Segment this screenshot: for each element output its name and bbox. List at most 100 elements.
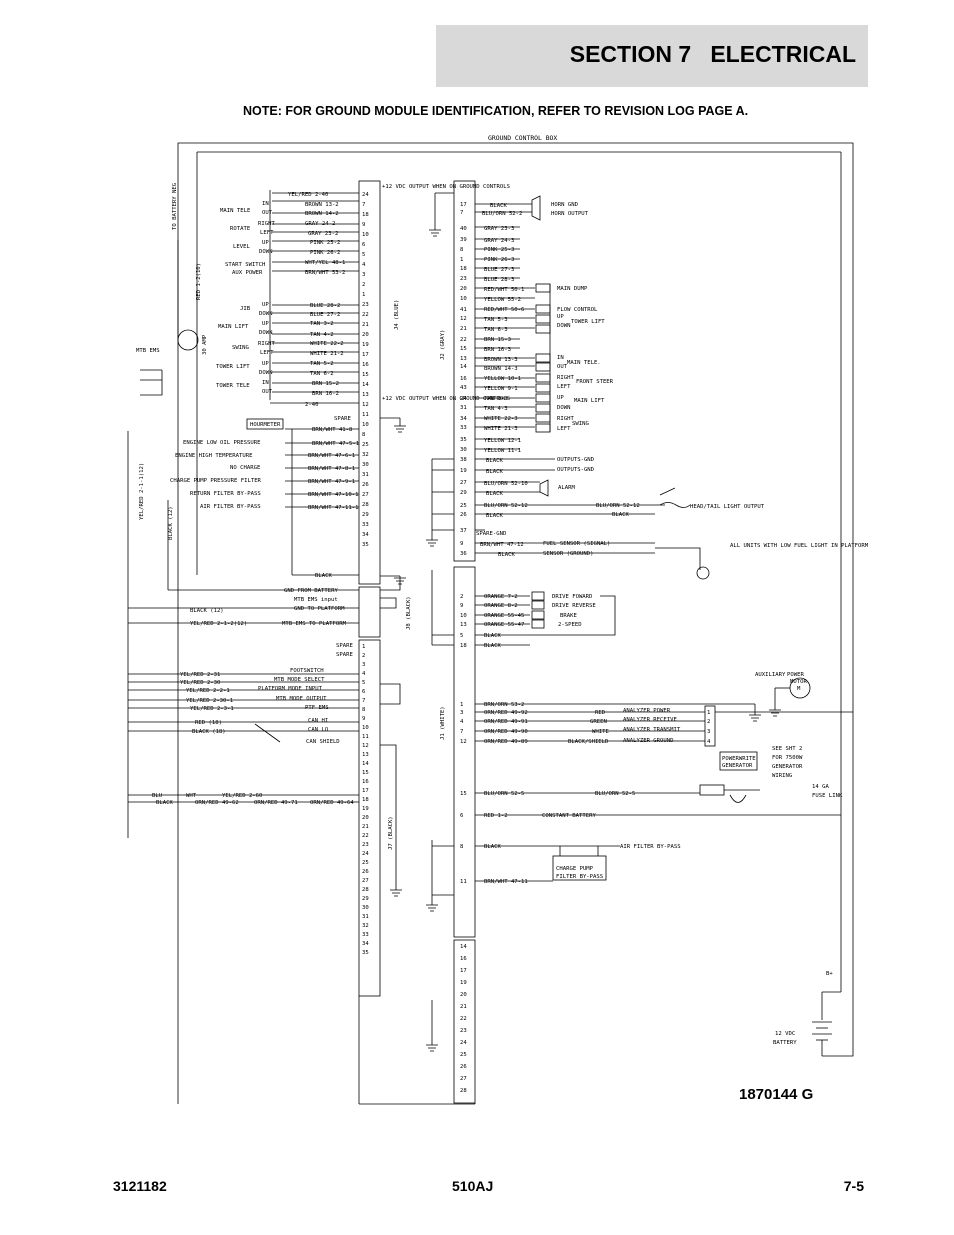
svg-text:GENERATOR: GENERATOR xyxy=(772,764,803,770)
j4-pins: 24 7 18 9 10 6 5 4 3 2 1 23 22 21 20 19 … xyxy=(362,192,369,548)
svg-text:DOWN: DOWN xyxy=(557,405,570,411)
switch-label: TOWER LIFT xyxy=(216,364,250,370)
svg-text:20: 20 xyxy=(460,286,467,292)
svg-text:BRN 16-3: BRN 16-3 xyxy=(484,347,511,353)
svg-text:10: 10 xyxy=(460,613,467,619)
svg-text:12 VDC: 12 VDC xyxy=(775,1031,795,1037)
svg-text:16: 16 xyxy=(460,376,467,382)
svg-text:30: 30 xyxy=(460,447,467,453)
svg-text:BLACK: BLACK xyxy=(156,800,173,806)
svg-text:MAIN TELE.: MAIN TELE. xyxy=(567,360,601,366)
svg-text:19: 19 xyxy=(460,468,467,474)
svg-text:BRN/WHT 47-10-1: BRN/WHT 47-10-1 xyxy=(308,492,359,498)
footer-model: 510AJ xyxy=(452,1178,494,1194)
svg-text:BRAKE: BRAKE xyxy=(560,613,577,619)
svg-text:GREEN: GREEN xyxy=(590,719,607,725)
svg-text:ANALYZER GROUND: ANALYZER GROUND xyxy=(623,738,674,744)
svg-text:17: 17 xyxy=(362,788,369,794)
black-12-label: BLACK (12) xyxy=(168,506,174,540)
svg-text:YEL/RED 2-30-1: YEL/RED 2-30-1 xyxy=(186,698,233,704)
svg-text:28: 28 xyxy=(460,1088,467,1094)
svg-text:3: 3 xyxy=(362,272,365,278)
svg-text:PINK 26-3: PINK 26-3 xyxy=(484,257,514,263)
svg-text:26: 26 xyxy=(362,869,369,875)
svg-text:2: 2 xyxy=(362,282,365,288)
svg-text:9: 9 xyxy=(460,541,463,547)
drawing-number: 1870144 G xyxy=(739,1086,814,1103)
svg-text:5: 5 xyxy=(362,252,365,258)
svg-text:BLU/ORN 52-10: BLU/ORN 52-10 xyxy=(484,481,528,487)
svg-text:BLACK: BLACK xyxy=(484,844,501,850)
svg-text:RIGHT: RIGHT xyxy=(557,375,574,381)
svg-text:SPARE: SPARE xyxy=(336,643,353,649)
svg-text:SEE SHT 2: SEE SHT 2 xyxy=(772,746,802,752)
j4-note-mid: +12 VDC OUTPUT WHEN ON GROUND CONTROLS xyxy=(382,396,510,402)
svg-text:GRAY 24-3: GRAY 24-3 xyxy=(484,238,514,244)
svg-text:BLACK/SHIELD: BLACK/SHIELD xyxy=(568,739,609,745)
svg-text:TAN 6-2: TAN 6-2 xyxy=(310,371,334,377)
svg-text:24: 24 xyxy=(460,1040,467,1046)
svg-text:BRN/WHT 47-5-1: BRN/WHT 47-5-1 xyxy=(312,441,359,447)
svg-text:31: 31 xyxy=(460,405,467,411)
svg-text:1: 1 xyxy=(460,702,463,708)
j2-device-labels: HORN GND HORN OUTPUT MAIN DUMP FLOW CONT… xyxy=(543,202,869,557)
svg-text:ORANGE 55-47: ORANGE 55-47 xyxy=(484,622,524,628)
svg-text:TAN 4-3: TAN 4-3 xyxy=(484,406,508,412)
svg-text:4: 4 xyxy=(362,262,366,268)
svg-text:ORANGE 55-45: ORANGE 55-45 xyxy=(484,613,524,619)
svg-text:TAN 3-2: TAN 3-2 xyxy=(310,321,334,327)
svg-text:34: 34 xyxy=(460,416,467,422)
svg-text:CONSTANT BATTERY: CONSTANT BATTERY xyxy=(542,813,597,819)
svg-text:33: 33 xyxy=(460,425,467,431)
svg-text:4: 4 xyxy=(460,719,464,725)
switch-pos: DOWN xyxy=(259,370,272,376)
svg-text:19: 19 xyxy=(362,342,369,348)
svg-text:BLU: BLU xyxy=(152,793,162,799)
svg-text:HORN GND: HORN GND xyxy=(551,202,579,208)
svg-text:YEL/RED 2-3-1: YEL/RED 2-3-1 xyxy=(190,706,234,712)
svg-text:22: 22 xyxy=(362,312,369,318)
svg-text:8: 8 xyxy=(460,247,464,253)
switch-label: SWING xyxy=(232,345,249,351)
svg-text:40: 40 xyxy=(460,226,467,232)
svg-text:14: 14 xyxy=(460,364,467,370)
svg-text:YELLOW 9-1: YELLOW 9-1 xyxy=(484,386,518,392)
spare-label: SPARE xyxy=(334,416,351,422)
svg-text:4: 4 xyxy=(707,739,711,745)
red-1-2-label: RED 1-2(10) xyxy=(196,263,202,300)
svg-text:43: 43 xyxy=(460,385,467,391)
svg-text:14: 14 xyxy=(460,944,467,950)
j8-label: J8 (BLACK) xyxy=(406,596,412,630)
svg-text:39: 39 xyxy=(460,237,467,243)
svg-text:WIRING: WIRING xyxy=(772,773,793,779)
svg-text:BRN 16-2: BRN 16-2 xyxy=(312,391,339,397)
j2-label: J2 (GRAY) xyxy=(440,330,446,360)
svg-text:GENERATOR: GENERATOR xyxy=(722,763,753,769)
svg-text:31: 31 xyxy=(362,472,369,478)
svg-text:24: 24 xyxy=(362,192,369,198)
svg-text:6: 6 xyxy=(362,242,365,248)
svg-text:BRN/WHT 47-6-1: BRN/WHT 47-6-1 xyxy=(308,453,355,459)
svg-text:POWERWRITE: POWERWRITE xyxy=(722,756,756,762)
j1-label: J1 (WHITE) xyxy=(440,706,446,740)
svg-text:MAIN LIFT: MAIN LIFT xyxy=(574,398,605,404)
j2-wire-labels: BLACK BLU/ORN 52-2 GRAY 23-3 GRAY 24-3 P… xyxy=(476,203,528,558)
revision-note: NOTE: FOR GROUND MODULE IDENTIFICATION, … xyxy=(243,104,749,118)
svg-text:TAN 5-3: TAN 5-3 xyxy=(484,317,508,323)
svg-text:GRAY 23-3: GRAY 23-3 xyxy=(484,226,514,232)
svg-text:ORANGE 8-2: ORANGE 8-2 xyxy=(484,603,518,609)
j7-left-labels: YEL/RED 2-31 YEL/RED 2-30 YEL/RED 2-2-1 … xyxy=(180,643,353,745)
svg-text:PLATFORM MODE INPUT: PLATFORM MODE INPUT xyxy=(258,686,323,692)
svg-text:RED: RED xyxy=(595,710,606,716)
svg-text:11: 11 xyxy=(362,734,369,740)
switch-pos: IN xyxy=(262,380,269,386)
svg-text:35: 35 xyxy=(362,542,369,548)
svg-text:TAN 6-3: TAN 6-3 xyxy=(484,327,508,333)
footer-page-number: 7-5 xyxy=(843,1178,864,1194)
battery-neg-label: TO BATTERY NEG xyxy=(172,182,178,230)
j8-labels: GND FROM BATTERY MTB EMS input GND TO PL… xyxy=(190,588,347,627)
svg-text:18: 18 xyxy=(362,797,369,803)
svg-text:CAN LO: CAN LO xyxy=(308,727,329,733)
svg-text:15: 15 xyxy=(460,791,467,797)
svg-text:WHITE 21-2: WHITE 21-2 xyxy=(310,351,344,357)
